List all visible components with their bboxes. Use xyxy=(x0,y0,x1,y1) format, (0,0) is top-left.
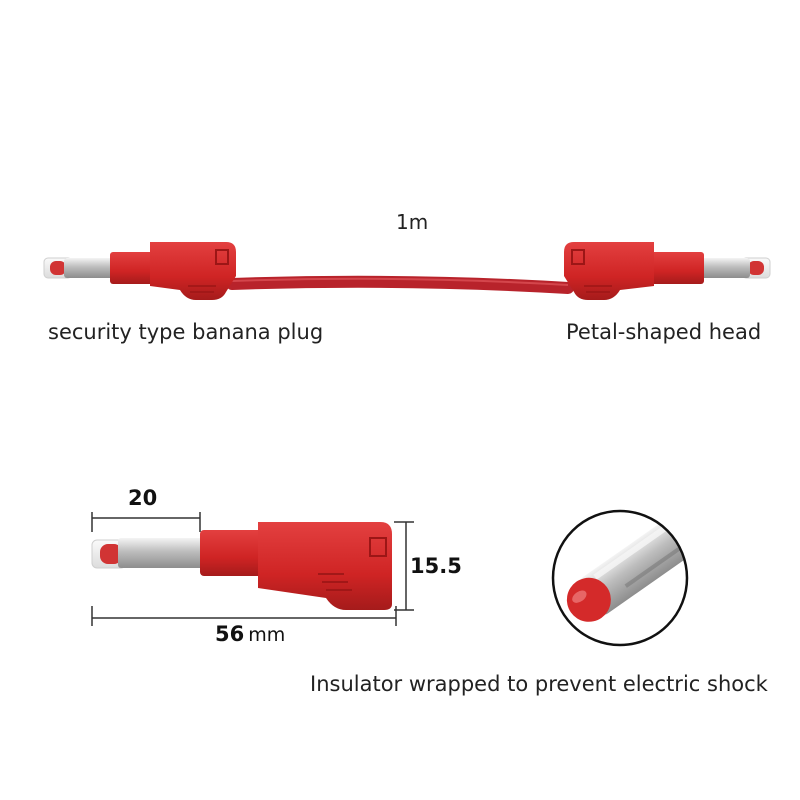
cable-length-label: 1m xyxy=(396,210,429,234)
magnified-tip xyxy=(551,509,689,647)
tip-dimension-label: 20 xyxy=(128,486,158,510)
insulator-note: Insulator wrapped to prevent electric sh… xyxy=(310,672,768,696)
height-dimension-label: 15.5 xyxy=(410,554,462,578)
right-plug-label: Petal-shaped head xyxy=(566,320,762,344)
left-banana-plug xyxy=(43,242,236,300)
dimension-drawing xyxy=(91,512,414,626)
dimension-unit: mm xyxy=(248,624,286,646)
total-length-value: 56 xyxy=(215,622,245,646)
left-plug-label: security type banana plug xyxy=(48,320,324,344)
cable xyxy=(226,275,574,294)
right-banana-plug xyxy=(564,242,771,300)
cable-assembly xyxy=(43,242,771,300)
